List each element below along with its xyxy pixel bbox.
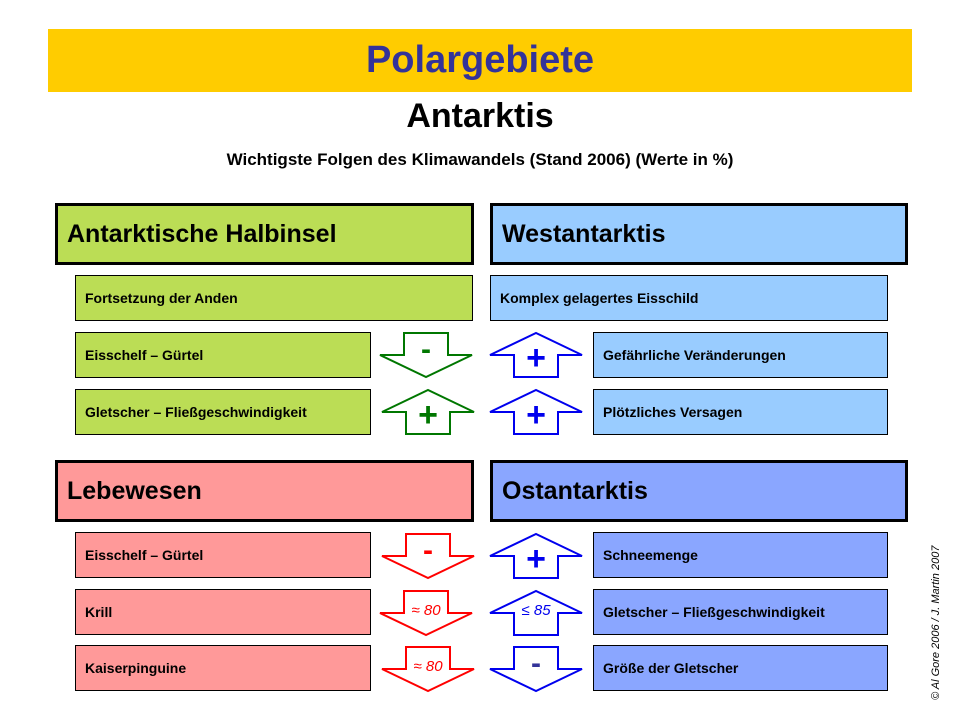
item-kaiserpinguine: Kaiserpinguine — [75, 645, 371, 691]
item-gefaehrliche-veraenderungen: Gefährliche Veränderungen — [593, 332, 888, 378]
item-ploetzliches-versagen: Plötzliches Versagen — [593, 389, 888, 435]
item-fortsetzung-anden: Fortsetzung der Anden — [75, 275, 473, 321]
value-label: ≤ 85 — [521, 602, 551, 619]
arrow-up-icon: + — [488, 388, 584, 436]
arrow-down-icon: ≈ 80 — [378, 589, 474, 637]
header-ostantarktis: Ostantarktis — [490, 460, 908, 522]
plus-icon: + — [526, 540, 546, 578]
arrow-down-icon: ≈ 80 — [380, 645, 476, 693]
value-label: ≈ 80 — [413, 658, 443, 675]
item-schneemenge: Schneemenge — [593, 532, 888, 578]
item-gletscher-ost: Gletscher – Fließgeschwindigkeit — [593, 589, 888, 635]
arrow-down-icon: - — [378, 331, 474, 379]
subtitle: Antarktis — [406, 97, 554, 135]
arrow-up-icon: + — [380, 388, 476, 436]
header-halbinsel: Antarktische Halbinsel — [55, 203, 474, 265]
arrow-down-icon: - — [380, 532, 476, 580]
plus-icon: + — [526, 396, 546, 434]
minus-icon: - — [423, 534, 433, 567]
item-groesse-gletscher: Größe der Gletscher — [593, 645, 888, 691]
item-gletscher-halbinsel: Gletscher – Fließgeschwindigkeit — [75, 389, 371, 435]
arrow-up-icon: + — [488, 532, 584, 580]
value-label: ≈ 80 — [411, 602, 441, 619]
item-eisschild: Komplex gelagertes Eisschild — [490, 275, 888, 321]
header-westantarktis: Westantarktis — [490, 203, 908, 265]
header-lebewesen: Lebewesen — [55, 460, 474, 522]
title-banner: Polargebiete — [48, 29, 912, 92]
item-eisschelf-halbinsel: Eisschelf – Gürtel — [75, 332, 371, 378]
item-krill: Krill — [75, 589, 371, 635]
arrow-down-icon: - — [488, 645, 584, 693]
minus-icon: - — [531, 647, 541, 680]
plus-icon: + — [418, 396, 438, 434]
plus-icon: + — [526, 339, 546, 377]
caption: Wichtigste Folgen des Klimawandels (Stan… — [226, 150, 734, 169]
arrow-up-icon: + — [488, 331, 584, 379]
minus-icon: - — [421, 333, 431, 366]
arrow-up-icon: ≤ 85 — [488, 589, 584, 637]
item-eisschelf-lebewesen: Eisschelf – Gürtel — [75, 532, 371, 578]
page-title: Polargebiete — [365, 39, 595, 81]
copyright-notice: © Al Gore 2006 / J. Martin 2007 — [930, 545, 942, 700]
